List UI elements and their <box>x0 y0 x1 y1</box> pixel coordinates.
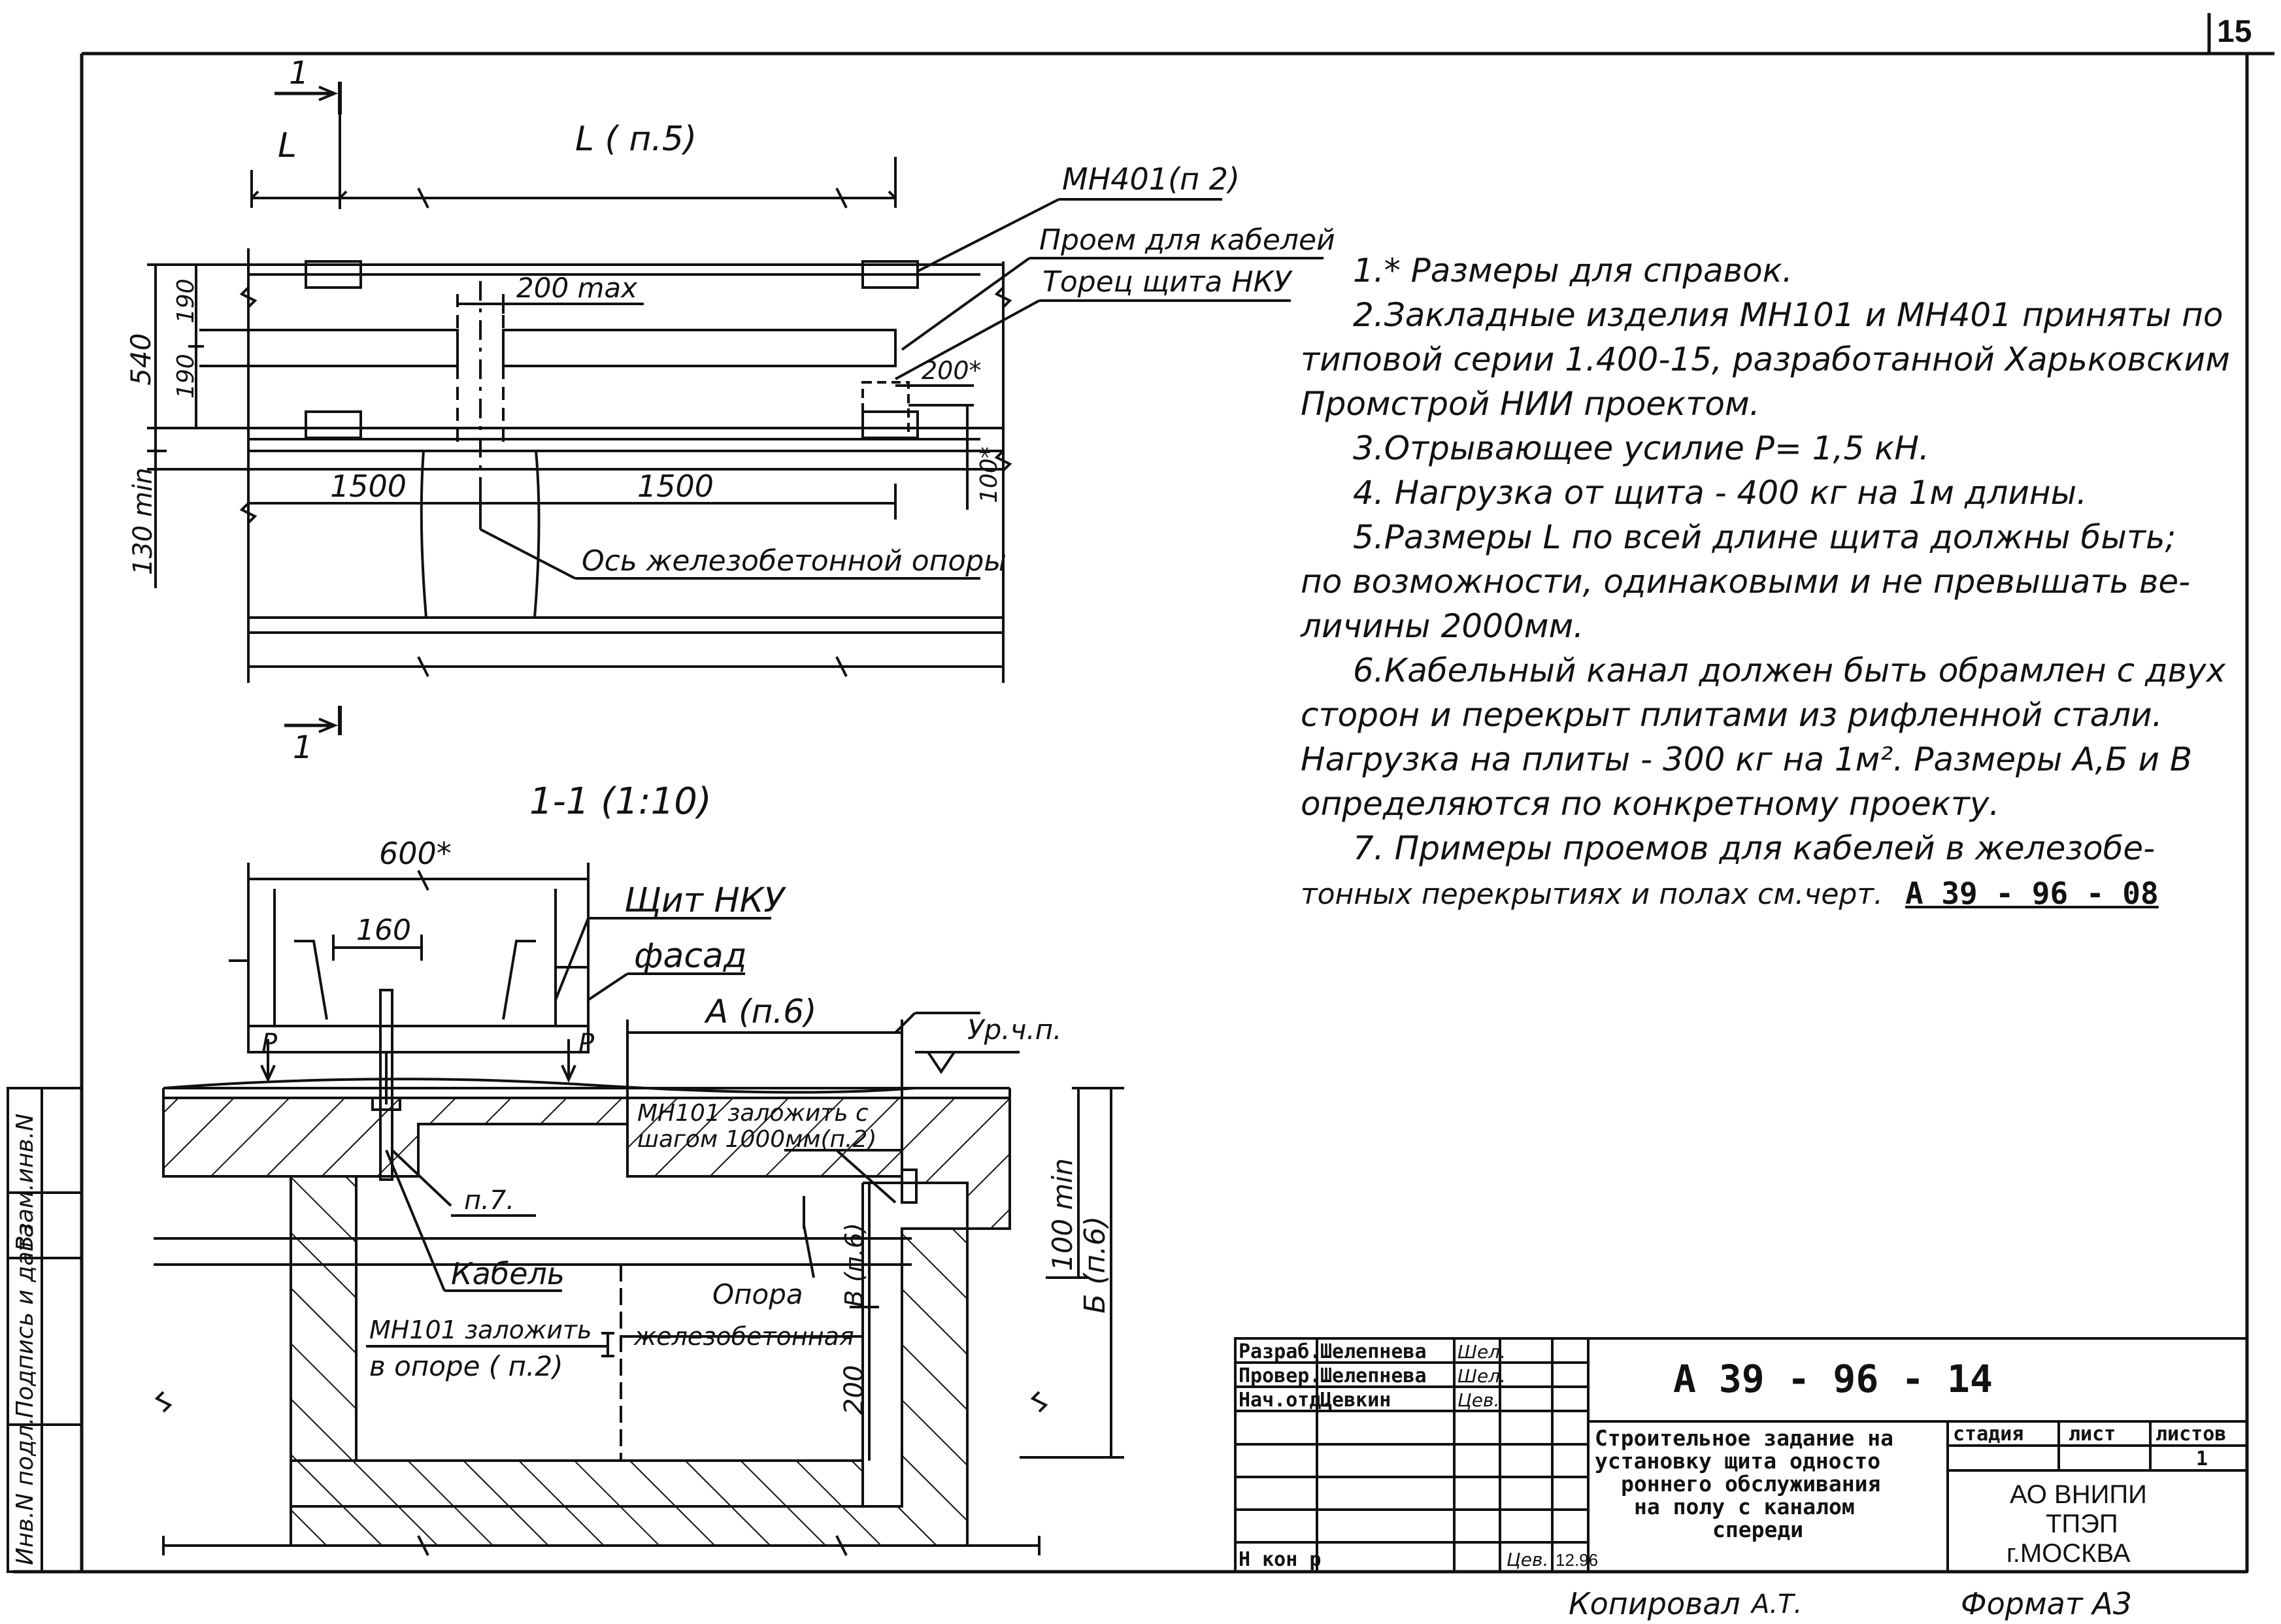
dim-540: 540 <box>125 333 157 386</box>
copied-by: Копировал <box>1569 1586 1740 1621</box>
note-line: 3.Отрывающее усилие P= 1,5 кН. <box>1353 429 1929 467</box>
concrete-hatching <box>162 1097 1011 1547</box>
tb-sign-1: Шел. <box>1457 1365 1506 1387</box>
dim-600: 600* <box>379 836 452 871</box>
org-line-0: АО ВНИПИ <box>2010 1480 2147 1509</box>
tb-role-6: Н кон р <box>1239 1548 1321 1571</box>
note-line: личины 2000мм. <box>1301 607 1584 645</box>
dim-L-n5: L ( п.5) <box>575 120 697 159</box>
tb-sign-2: Цев. <box>1457 1389 1499 1411</box>
desc-line-2: роннего обслуживания <box>1621 1471 1880 1497</box>
col-stage: стадия <box>1953 1423 2023 1446</box>
note-line: типовой серии 1.400-15, разработанной Ха… <box>1301 340 2230 378</box>
note-line: 2.Закладные изделия МН101 и МН401 принят… <box>1353 296 2223 334</box>
note-line: 7. Примеры проемов для кабелей в железоб… <box>1353 829 2156 867</box>
note-line: Промстрой НИИ проектом. <box>1301 385 1760 423</box>
doc-number: А 39 - 96 - 14 <box>1673 1357 1993 1401</box>
dim-100min: 100 min <box>1046 1158 1078 1271</box>
tb-role-1: Провер. <box>1239 1365 1321 1387</box>
tb-name-1: Шелепнева <box>1320 1365 1427 1387</box>
org-line-2: г.МОСКВА <box>2006 1539 2131 1568</box>
label-cable: Кабель <box>451 1256 565 1291</box>
side-stamp-inv: Инв.N подл. <box>12 1417 39 1565</box>
note-line: определяются по конкретному проекту. <box>1301 785 2000 823</box>
label-P-left: P <box>261 1029 278 1059</box>
desc-line-0: Строительное задание на <box>1595 1425 1893 1451</box>
label-mn101-step-2: шагом 1000мм(п.2) <box>637 1126 876 1153</box>
label-mn101-step-1: МН101 заложить с <box>637 1100 869 1127</box>
section-title: 1-1 (1:10) <box>529 780 712 823</box>
tb-name-0: Шелепнева <box>1320 1340 1427 1363</box>
dim-V: В (п.6) <box>840 1223 869 1307</box>
note-line: тонных перекрытиях и полах см.черт. А 39… <box>1301 870 2159 917</box>
dim-200: 200 <box>839 1365 869 1415</box>
dim-100star: 100* <box>976 446 1003 503</box>
section-mark-bottom-label: 1 <box>293 729 313 766</box>
label-mn101-support-1: МН101 заложить <box>369 1316 591 1344</box>
tb-role-0: Разраб. <box>1239 1340 1321 1363</box>
note-line: по возможности, одинаковыми и не превыша… <box>1301 563 2191 601</box>
note-7-ref: А 39 - 96 - 08 <box>1905 876 2159 911</box>
label-p7: п.7. <box>464 1185 514 1216</box>
note-line: 4. Нагрузка от щита - 400 кг на 1м длины… <box>1353 474 2087 512</box>
label-P-right: P <box>578 1029 595 1059</box>
desc-line-3: на полу с каналом <box>1634 1494 1855 1519</box>
dim-160: 160 <box>356 914 411 947</box>
label-support-2: железобетонная <box>633 1322 854 1351</box>
note-line: 1.* Размеры для справок. <box>1353 252 1793 290</box>
col-sheet: лист <box>2069 1423 2116 1446</box>
tb-sign-6: Цев. <box>1507 1549 1548 1570</box>
desc-line-1: установку щита односто <box>1595 1448 1880 1474</box>
section-mark-top-label: 1 <box>289 55 309 91</box>
title-block <box>1234 1337 2248 1573</box>
tb-sign-0: Шел. <box>1457 1341 1506 1363</box>
side-stamp-replace: Взам.инв.N <box>12 1114 39 1251</box>
label-mn101-support-2: в опоре ( п.2) <box>369 1350 563 1382</box>
dim-200max: 200 max <box>516 272 638 304</box>
desc-line-4: спереди <box>1712 1517 1803 1542</box>
dim-200star: 200* <box>922 356 982 385</box>
org-line-1: ТПЭП <box>2046 1510 2118 1538</box>
dim-A: А (п.6) <box>704 993 817 1031</box>
note-line: Нагрузка на плиты - 300 кг на 1м². Разме… <box>1301 740 2193 778</box>
page-number: 15 <box>2217 14 2252 49</box>
title-block-rows: Разраб. Шелепнева Шел. Провер. Шелепнева… <box>1239 1340 1598 1571</box>
dim-190b: 190 <box>173 354 199 399</box>
format-label: Формат А3 <box>1961 1586 2132 1621</box>
dim-L: L <box>278 126 297 165</box>
tb-date: 12.96 <box>1556 1550 1598 1570</box>
note-line: 5.Размеры L по всей длине щита должны бы… <box>1353 518 2176 556</box>
label-panel: Щит НКУ <box>624 881 787 920</box>
label-support-1: Опора <box>712 1278 803 1310</box>
plan-view <box>147 82 1324 735</box>
label-panel-end: Торец щита НКУ <box>1042 265 1293 299</box>
label-facade: фасад <box>634 936 747 976</box>
label-cable-opening: Проем для кабелей <box>1039 224 1335 257</box>
dim-1500-right: 1500 <box>637 469 714 504</box>
sheet-value: 1 <box>2196 1448 2208 1470</box>
side-stamp-sign: Подпись и дата <box>12 1223 39 1418</box>
label-mn401: МН401(п 2) <box>1062 161 1240 197</box>
col-sheets: листов <box>2156 1423 2226 1446</box>
tb-name-2: Цевкин <box>1320 1389 1391 1412</box>
note-line: сторон и перекрыт плитами из рифленной с… <box>1301 696 2163 734</box>
label-level: Ур.ч.п. <box>967 1014 1062 1046</box>
dim-190a: 190 <box>173 278 199 323</box>
copier-signature: А.Т. <box>1750 1589 1802 1619</box>
note-7-text: тонных перекрытиях и полах см.черт. <box>1301 878 1884 911</box>
label-axis: Ось железобетонной опоры <box>582 544 1007 578</box>
tb-role-2: Нач.отд. <box>1239 1389 1333 1412</box>
dim-130min: 130 min <box>128 468 158 576</box>
dim-1500-left: 1500 <box>330 469 407 504</box>
dim-B: Б (п.6) <box>1078 1216 1112 1314</box>
side-stamp <box>7 1087 82 1573</box>
note-line: 6.Кабельный канал должен быть обрамлен с… <box>1353 652 2226 689</box>
